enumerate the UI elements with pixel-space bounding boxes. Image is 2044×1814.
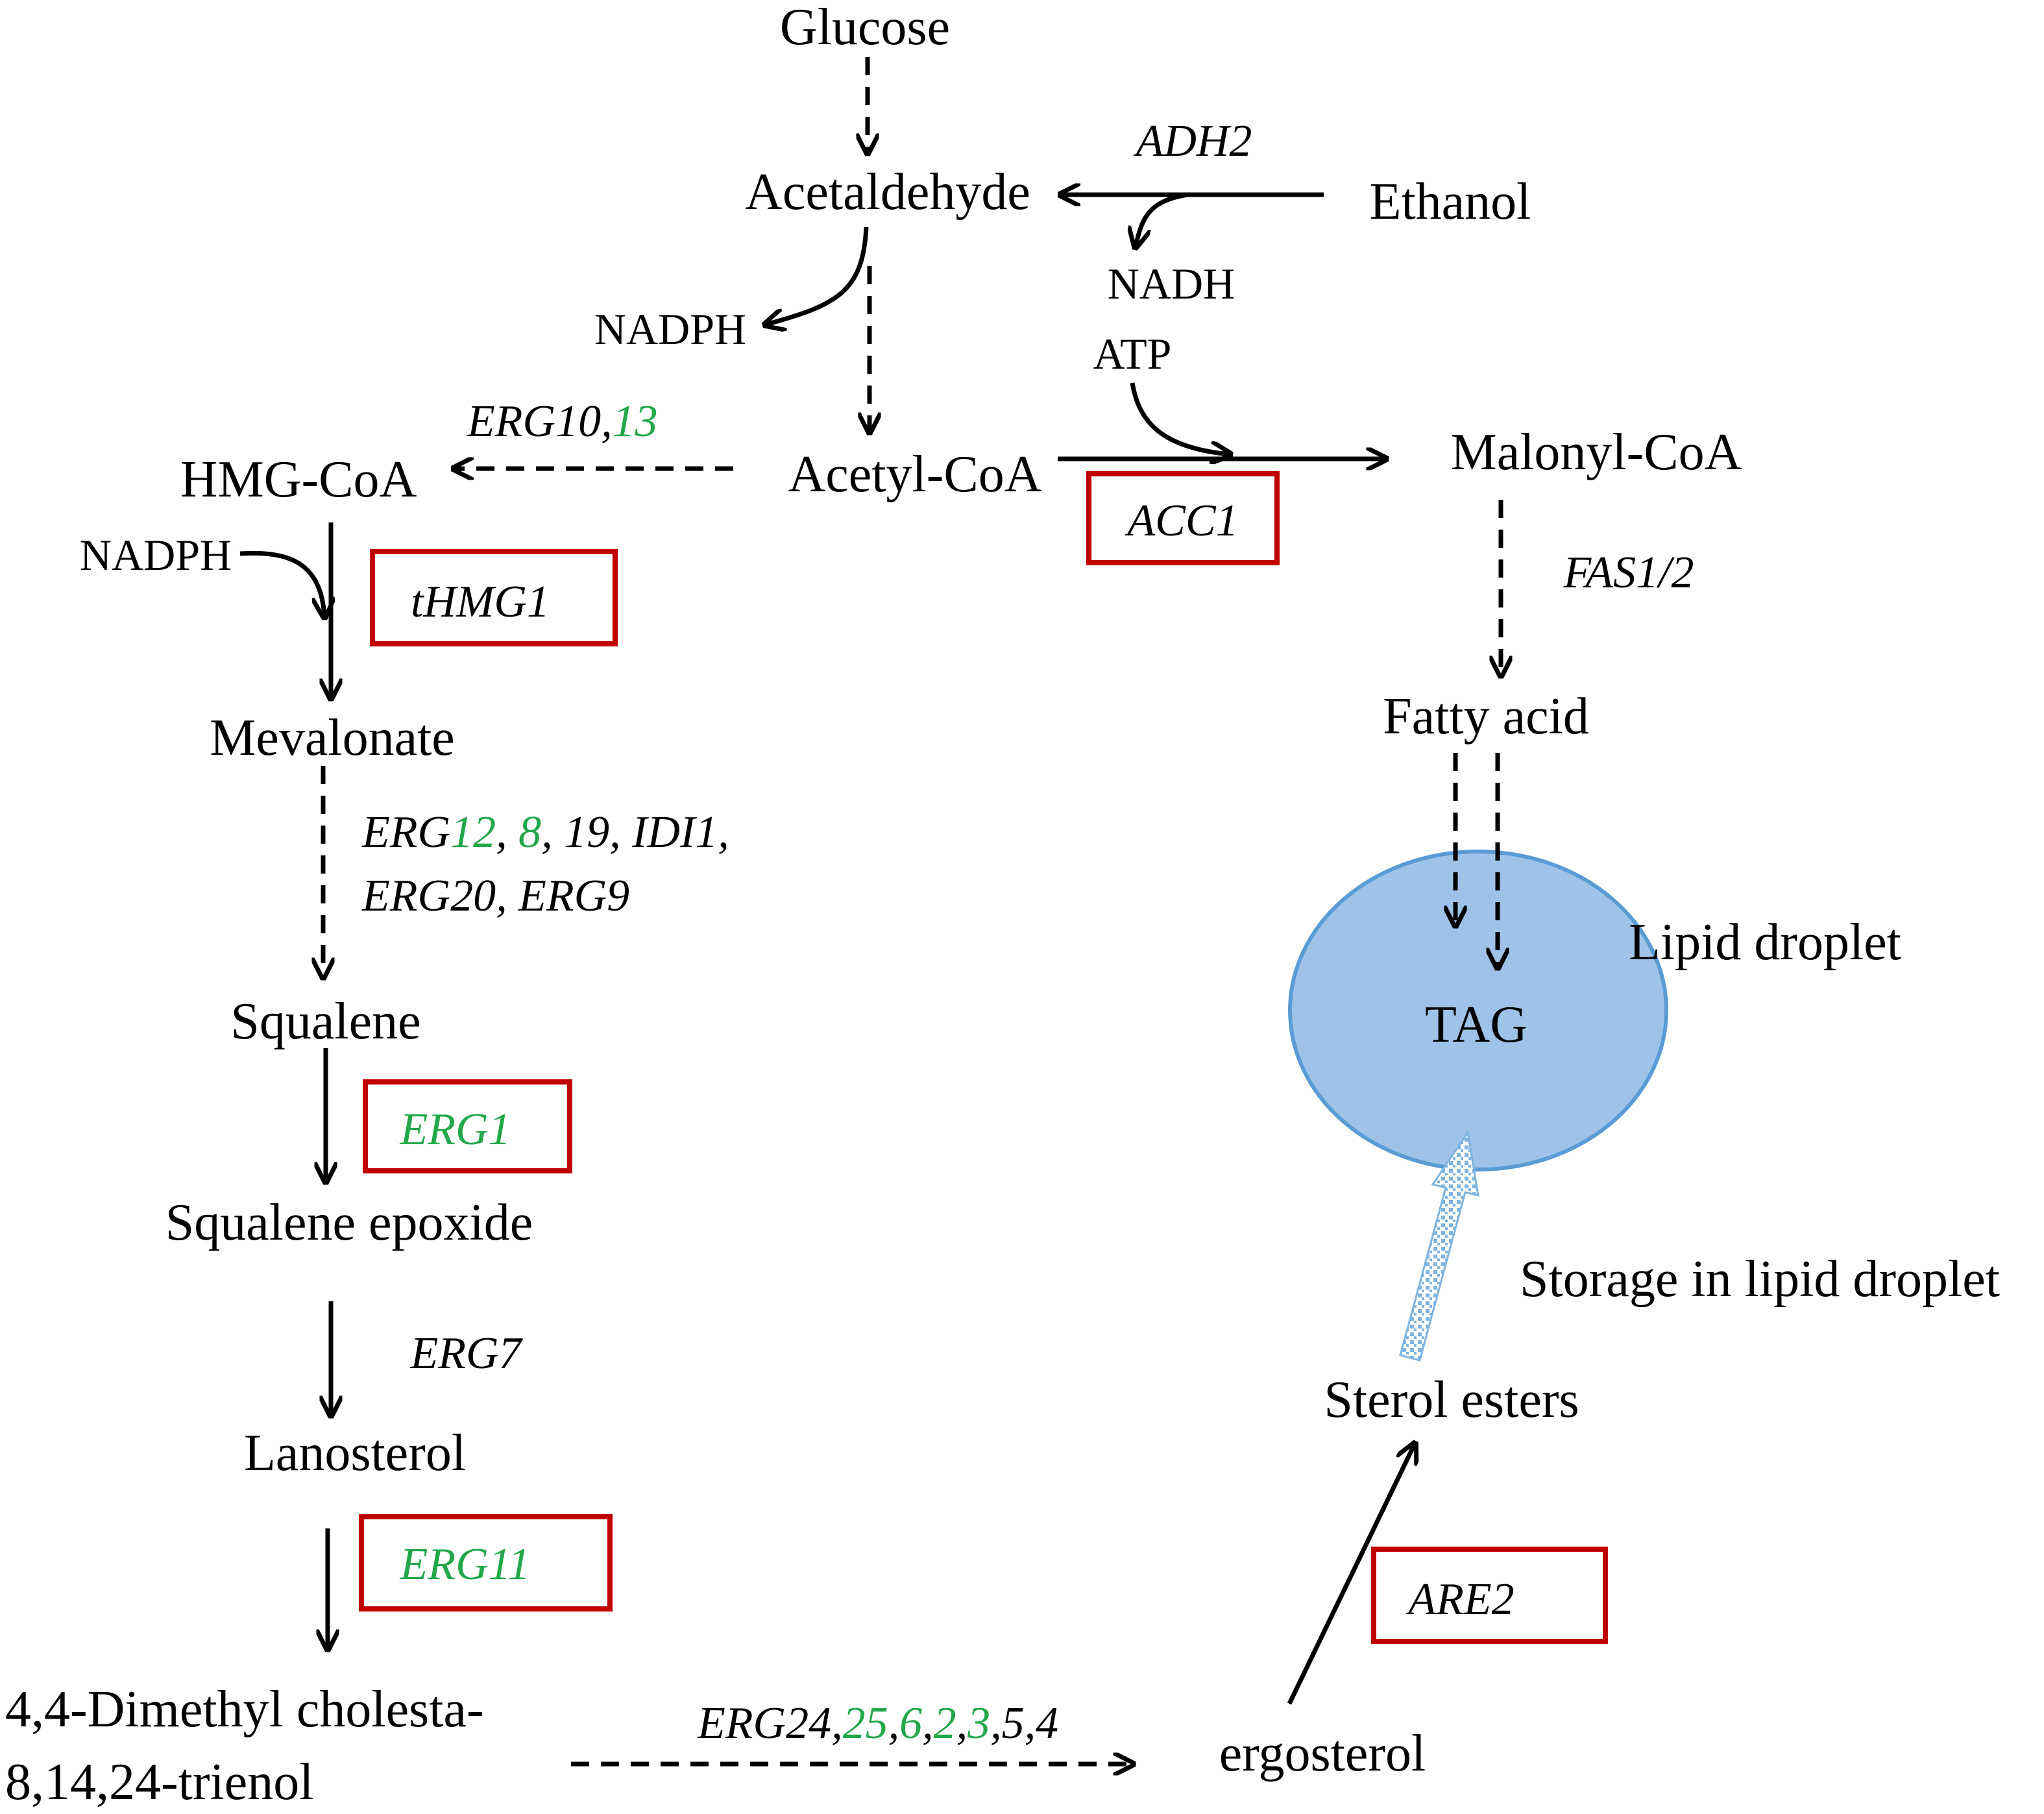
cofactor-nadph-acetaldehyde: NADPH bbox=[594, 304, 746, 354]
metabolite-tag: TAG bbox=[1425, 996, 1527, 1053]
gene-acc1: ACC1 bbox=[1125, 496, 1238, 546]
metabolite-acetaldehyde: Acetaldehyde bbox=[745, 164, 1030, 221]
gene-erg12-prefix: ERG bbox=[361, 807, 450, 857]
gene-erg8-green: 8 bbox=[518, 807, 541, 857]
metabolite-squalene: Squalene bbox=[230, 993, 420, 1050]
gene-erg12-green: 12 bbox=[450, 807, 496, 857]
gene-erg11: ERG11 bbox=[400, 1539, 531, 1589]
metabolite-ergosterol: ergosterol bbox=[1219, 1725, 1426, 1782]
storage-arrow bbox=[1399, 1130, 1479, 1362]
label-lipid-droplet: Lipid droplet bbox=[1629, 914, 1901, 971]
gene-erg19-idi1: , 19, IDI1, bbox=[541, 807, 729, 857]
erg1-box bbox=[363, 1079, 572, 1173]
cofactor-nadph-hmg: NADPH bbox=[80, 530, 232, 580]
arrow-nadh bbox=[1136, 192, 1188, 247]
metabolite-fatty-acid: Fatty acid bbox=[1383, 688, 1589, 745]
gene-are2: ARE2 bbox=[1405, 1575, 1514, 1624]
cofactor-atp: ATP bbox=[1093, 329, 1172, 378]
erg11-box bbox=[359, 1514, 613, 1612]
lipid-droplet bbox=[1288, 850, 1668, 1171]
metabolite-mevalonate: Mevalonate bbox=[210, 709, 455, 766]
arrow-ergosterol-sterolesters bbox=[1287, 1444, 1415, 1705]
metabolite-hmg-coa: HMG-CoA bbox=[180, 451, 417, 508]
metabolite-lanosterol: Lanosterol bbox=[244, 1425, 466, 1482]
are2-box bbox=[1371, 1547, 1608, 1644]
gene-adh2: ADH2 bbox=[1134, 116, 1252, 166]
gene-erg10-13: ERG10,13 bbox=[467, 397, 658, 447]
gene-erg24-series: ERG24,25,6,2,3,5,4 bbox=[697, 1698, 1058, 1748]
metabolite-dimethyl-line1: 4,4-Dimethyl cholesta- bbox=[5, 1681, 484, 1738]
gene-erg5-4: ,5,4 bbox=[990, 1698, 1058, 1748]
gene-fas: FAS1/2 bbox=[1563, 548, 1694, 598]
arrow-atp bbox=[1130, 382, 1230, 454]
gene-erg24-prefix: ERG24, bbox=[697, 1698, 843, 1748]
metabolite-dimethyl-line2: 8,14,24-trienol bbox=[5, 1754, 313, 1811]
gene-erg3-green: 3 bbox=[967, 1698, 990, 1748]
metabolite-ethanol: Ethanol bbox=[1370, 173, 1531, 230]
metabolite-acetyl-coa: Acetyl-CoA bbox=[788, 446, 1041, 503]
gene-erg25-green: 25 bbox=[843, 1698, 888, 1748]
cofactor-nadh: NADH bbox=[1108, 259, 1235, 308]
metabolite-glucose: Glucose bbox=[780, 0, 950, 56]
label-storage: Storage in lipid droplet bbox=[1520, 1251, 2000, 1308]
gene-erg12-sep: , bbox=[496, 807, 518, 857]
acc1-box bbox=[1086, 471, 1280, 565]
thmg1-box bbox=[370, 549, 618, 646]
gene-erg2-green: 2 bbox=[934, 1698, 956, 1748]
gene-thmg1: tHMG1 bbox=[411, 577, 550, 627]
gene-erg20-erg9: ERG20, ERG9 bbox=[361, 871, 629, 921]
gene-erg1: ERG1 bbox=[399, 1105, 511, 1155]
gene-erg13-green: 13 bbox=[613, 397, 658, 447]
gene-erg12-8-19-idi1: ERG12, 8, 19, IDI1, bbox=[361, 807, 729, 857]
gene-erg6-green: 6 bbox=[899, 1698, 922, 1748]
arrow-nadph-acetaldehyde bbox=[766, 227, 869, 325]
gene-erg10-prefix: ERG10, bbox=[467, 397, 613, 447]
metabolite-malonyl-coa: Malonyl-CoA bbox=[1451, 424, 1742, 481]
metabolite-sterol-esters: Sterol esters bbox=[1324, 1371, 1579, 1428]
gene-erg7: ERG7 bbox=[409, 1329, 523, 1379]
arrow-nadph-hmg bbox=[239, 550, 324, 617]
metabolite-squalene-epoxide: Squalene epoxide bbox=[165, 1194, 533, 1251]
